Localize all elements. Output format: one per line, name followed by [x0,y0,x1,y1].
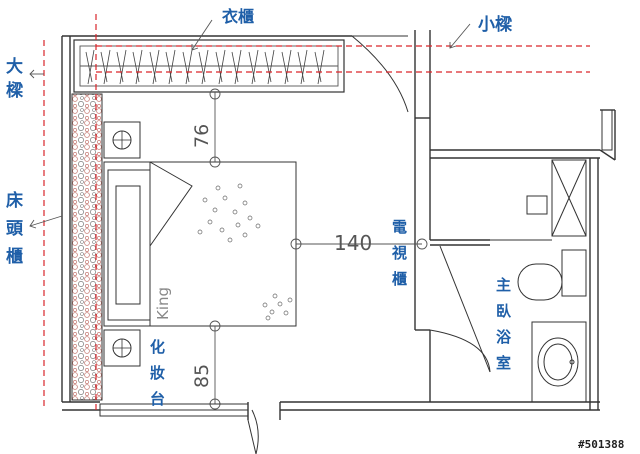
label-bath-2: 臥 [496,302,512,320]
label-small-beam: 小樑 [478,14,513,35]
dimension-horizontal: 140 [334,231,372,255]
callout-arrows [29,19,471,229]
windows [99,109,613,417]
label-vanity-3: 台 [150,390,165,408]
label-headboard-3: 櫃 [6,246,23,267]
label-wardrobe: 衣櫃 [222,7,254,26]
bathroom-fixtures [490,159,587,403]
label-large-beam-1: 大 [6,56,23,77]
stone-headboard-wall [71,93,103,401]
label-vanity-2: 妝 [150,364,165,382]
label-vanity-1: 化 [150,338,165,356]
label-bath-1: 主 [496,276,511,294]
label-headboard-2: 頭 [6,219,24,239]
dimension-lines [209,88,428,410]
wardrobe [73,39,345,93]
doors [247,35,491,454]
king-bed [103,161,297,327]
label-large-beam-2: 樑 [6,80,24,101]
nightstand-bottom [103,329,141,367]
label-tv-3: 櫃 [392,270,407,288]
label-headboard-1: 床 [6,190,24,211]
bed-pattern [197,183,293,321]
walls [61,30,616,420]
label-tv-1: 電 [392,218,407,236]
label-bed-size: King [154,287,172,320]
dimension-bottom: 85 [191,364,213,388]
dimension-top: 76 [191,124,213,148]
listing-id: #501388 [578,438,624,451]
beam-lines [43,14,590,410]
label-bath-4: 室 [496,354,511,372]
nightstand-top [103,121,141,159]
label-tv-2: 視 [391,244,407,262]
label-bath-3: 浴 [496,328,512,346]
